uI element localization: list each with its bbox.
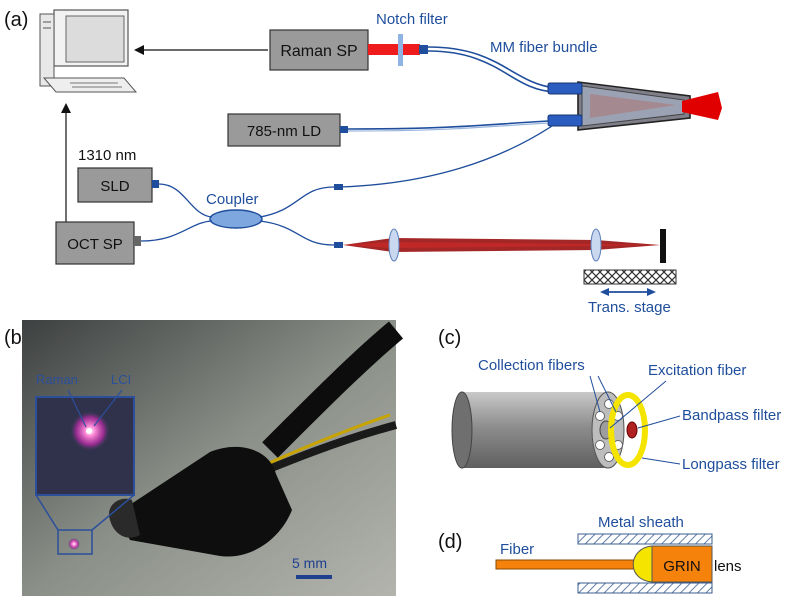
probe-body	[547, 81, 722, 131]
collimating-lens	[388, 228, 400, 262]
ld-785-label: 785-nm LD	[247, 123, 321, 140]
bandpass-pointer	[637, 415, 681, 429]
raman-sp-label: Raman SP	[280, 43, 357, 60]
raman-pointer	[67, 389, 87, 428]
panel-d-label: (d)	[438, 531, 462, 553]
panel-a-label: (a)	[4, 9, 28, 31]
bandpass-filter-label: Bandpass filter	[682, 407, 781, 424]
grin-lens-body	[651, 545, 713, 583]
mm-fiber-bundle	[427, 46, 556, 93]
fiber-connector	[419, 45, 428, 54]
double-arrow-icon	[600, 288, 656, 296]
oct-sp-label: OCT SP	[67, 236, 123, 253]
raman-spot-label: Raman	[36, 372, 78, 387]
trans-stage-label: Trans. stage	[588, 299, 671, 316]
coupler-label: Coupler	[206, 191, 259, 208]
wavelength-1310-label: 1310 nm	[78, 147, 136, 164]
notch-filter-label: Notch filter	[376, 11, 448, 28]
sample-arm-connector	[334, 184, 343, 190]
collection-pointer-1	[589, 375, 601, 413]
collection-fibers-label: Collection fibers	[478, 357, 585, 374]
oct-fiber-lines	[140, 125, 553, 246]
fiber-label: Fiber	[500, 541, 534, 558]
reference-mirror	[660, 229, 666, 263]
arrow-raman-to-computer	[134, 45, 268, 55]
longpass-filter-ring	[608, 392, 648, 468]
excitation-fiber-line	[347, 120, 549, 130]
red-fiber-segment	[368, 44, 420, 55]
fiber-core	[495, 559, 645, 570]
sld-label: SLD	[100, 178, 129, 195]
grin-lens-curved	[632, 545, 653, 583]
metal-sheath-top	[577, 533, 713, 545]
zoom-line-left	[35, 494, 59, 531]
collection-pointer-2	[597, 375, 617, 413]
translation-stage	[583, 269, 677, 285]
panel-c-label: (c)	[438, 327, 461, 349]
bandpass-filter-disk	[626, 421, 638, 439]
sld-connector	[152, 180, 159, 188]
mm-fiber-bundle-label: MM fiber bundle	[490, 39, 598, 56]
ld-connector	[340, 126, 348, 133]
reference-arm-connector	[334, 242, 343, 248]
lci-pointer	[93, 389, 123, 427]
longpass-filter-label: Longpass filter	[682, 456, 780, 473]
longpass-pointer	[641, 457, 681, 465]
oct-connector	[134, 236, 141, 246]
metal-sheath-bottom	[577, 582, 713, 594]
zoom-line-right	[91, 494, 135, 531]
focusing-lens	[590, 228, 602, 262]
coupler-body	[209, 209, 263, 229]
oct-sp-box	[55, 221, 135, 265]
scale-bar-label: 5 mm	[292, 555, 327, 571]
excitation-fiber-label: Excitation fiber	[648, 362, 746, 379]
notch-filter-plate	[398, 34, 403, 66]
arrow-oct-to-computer	[61, 103, 71, 222]
scale-bar	[296, 575, 332, 579]
computer-icon	[39, 9, 138, 93]
metal-sheath-label: Metal sheath	[598, 514, 684, 531]
grin-label: GRIN	[663, 558, 701, 575]
lci-spot-label: LCI	[111, 372, 131, 387]
sld-box	[77, 167, 153, 203]
probe-tip-cylinder	[451, 391, 625, 469]
zoom-source-box	[57, 529, 93, 555]
lens-label: lens	[714, 558, 742, 575]
excitation-pointer	[609, 380, 667, 429]
